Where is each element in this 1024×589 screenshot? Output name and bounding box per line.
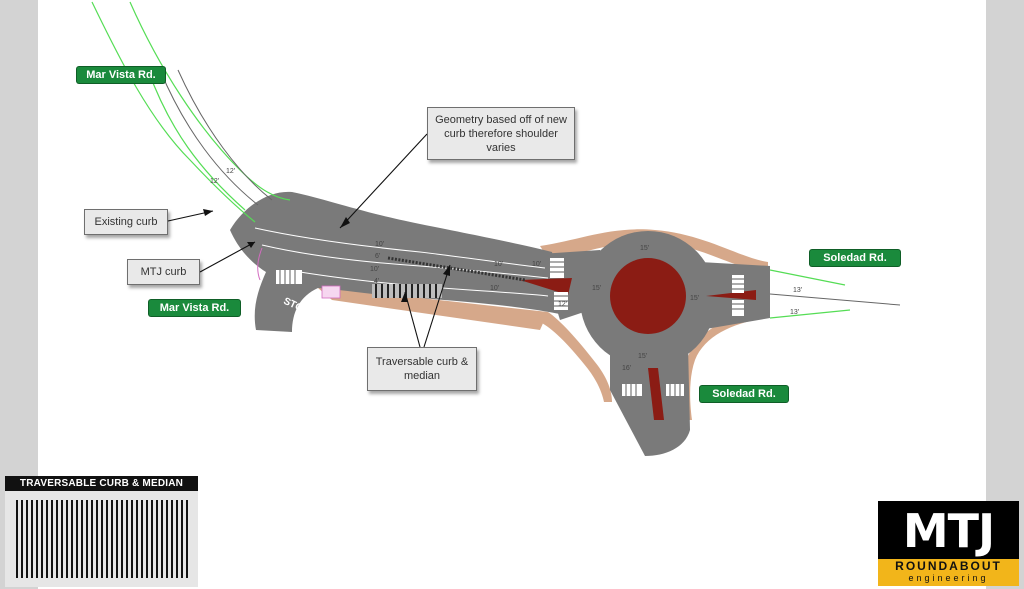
road-label-soledad-south: Soledad Rd.: [700, 386, 788, 402]
traversable-pad: [372, 284, 442, 298]
mtj-logo: MTJ ROUNDABOUT engineering: [878, 501, 1019, 586]
callout-traversable: Traversable curb & median: [367, 347, 477, 391]
splitter-island-west: [520, 278, 572, 295]
dim-nw-lane-b: 12': [210, 178, 219, 185]
dim-approach-lane-3: 10': [532, 261, 541, 268]
crosswalk-stripes: [279, 261, 744, 396]
road-label-mar-vista-bottom: Mar Vista Rd.: [149, 300, 240, 316]
dim-circ-north: 15': [640, 245, 649, 252]
dim-circ-west: 15': [592, 285, 601, 292]
dim-circ-south: 15': [638, 353, 647, 360]
dim-east-lane-1: 13': [793, 287, 802, 294]
landscape-strip-southwest: [540, 312, 612, 402]
dim-circ-east: 15': [690, 295, 699, 302]
logo-line-2: engineering: [908, 573, 989, 583]
legend-box: TRAVERSABLE CURB & MEDIAN: [5, 476, 198, 587]
right-margin-band: [986, 0, 1024, 589]
dim-entry-west: 12': [558, 301, 567, 308]
legend-hatch-swatch: [11, 496, 192, 582]
legend-title: TRAVERSABLE CURB & MEDIAN: [5, 476, 198, 491]
logo-mark: MTJ: [902, 504, 995, 558]
pavement-area: [230, 191, 770, 456]
dim-west-lane-2: 6': [375, 253, 380, 260]
road-label-soledad-east: Soledad Rd.: [810, 250, 900, 266]
dim-circ-sw: 16': [622, 365, 631, 372]
dim-approach-lane-1: 10': [494, 261, 503, 268]
dim-nw-lane-a: 12': [226, 168, 235, 175]
road-label-mar-vista-top: Mar Vista Rd.: [77, 67, 165, 83]
logo-band: ROUNDABOUT engineering: [878, 559, 1019, 586]
logo-line-1: ROUNDABOUT: [895, 559, 1002, 573]
dim-approach-lane-2: 10': [490, 285, 499, 292]
dim-west-lane-1: 10': [375, 241, 384, 248]
lane-lines: [159, 69, 901, 306]
landscape-strip-south: [318, 288, 548, 330]
callout-existing-curb: Existing curb: [84, 209, 168, 235]
dim-west-lane-3: 10': [370, 266, 379, 273]
traversable-median: [387, 256, 526, 282]
existing-curb-lines: [91, 1, 851, 319]
callout-mtj-curb: MTJ curb: [127, 259, 200, 285]
dim-west-lane-4: 4': [374, 278, 379, 285]
leader-arrowheads: [203, 209, 450, 302]
mtj-curb-edge: [257, 247, 263, 281]
dim-east-lane-2: 13': [790, 309, 799, 316]
landscape-strip-northeast: [540, 229, 768, 272]
curb-ramp: [321, 285, 341, 299]
callout-geometry: Geometry based off of new curb therefore…: [427, 107, 575, 160]
central-island: [610, 258, 686, 334]
splitter-island-south: [648, 368, 664, 420]
